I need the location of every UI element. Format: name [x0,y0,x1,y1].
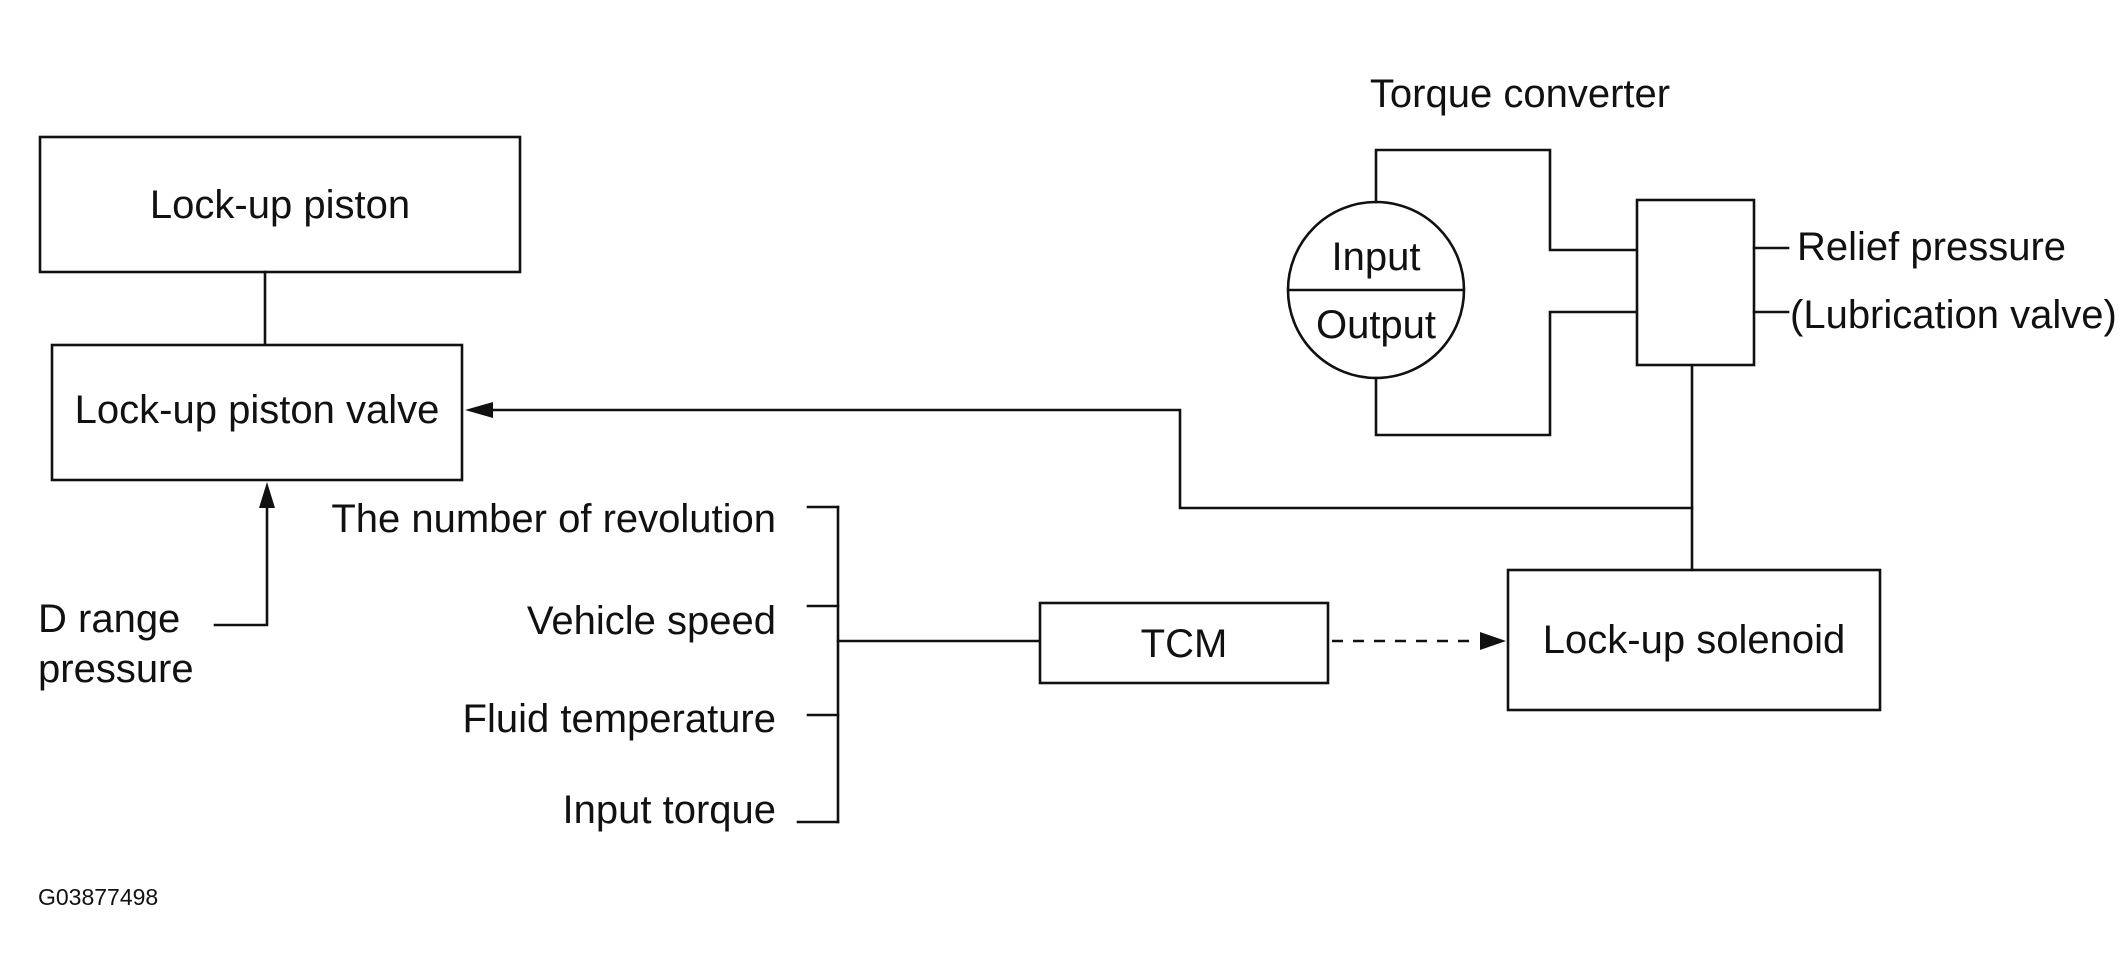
lockup-piston-valve-block: Lock-up piston valve [50,343,464,482]
torque-converter-input-label: Input [1332,235,1421,279]
torque-converter-output-label: Output [1316,303,1436,347]
tcm-label: TCM [1141,622,1228,666]
lockup-piston-label: Lock-up piston [150,183,410,227]
tcm-input-label: Vehicle speed [527,599,776,643]
d-range-label-line1: D range [38,597,180,641]
tcm-input-label: The number of revolution [331,497,776,541]
d-range-pressure-line [213,503,269,627]
tcm-input-label: Input torque [563,788,777,832]
torque-converter-title: Torque converter [1370,72,1670,116]
lubrication-valve-block [1635,198,1756,367]
tcm-input-label: Fluid temperature [463,697,776,741]
tcm-input-bracket [796,505,1042,824]
d-range-arrowhead [259,482,275,508]
torque-converter-symbol: Input Output [1286,200,1466,380]
lubrication-valve-label: (Lubrication valve) [1790,293,2117,337]
figure-code: G03877498 [38,884,158,910]
lockup-piston-valve-label: Lock-up piston valve [75,388,440,432]
tcm-solenoid-arrowhead [1480,632,1506,650]
lockup-solenoid-label: Lock-up solenoid [1543,618,1845,662]
piston-valve-arrowhead [465,402,493,418]
tcm-block: TCM [1038,601,1330,685]
relief-pressure-label: Relief pressure [1797,225,2066,269]
lockup-piston-block: Lock-up piston [38,135,522,274]
lockup-solenoid-block: Lock-up solenoid [1506,568,1882,712]
return-to-piston-valve-line [490,408,1694,510]
converter-output-line [1374,310,1639,437]
converter-input-line [1374,148,1639,252]
d-range-label-line2: pressure [38,647,194,691]
